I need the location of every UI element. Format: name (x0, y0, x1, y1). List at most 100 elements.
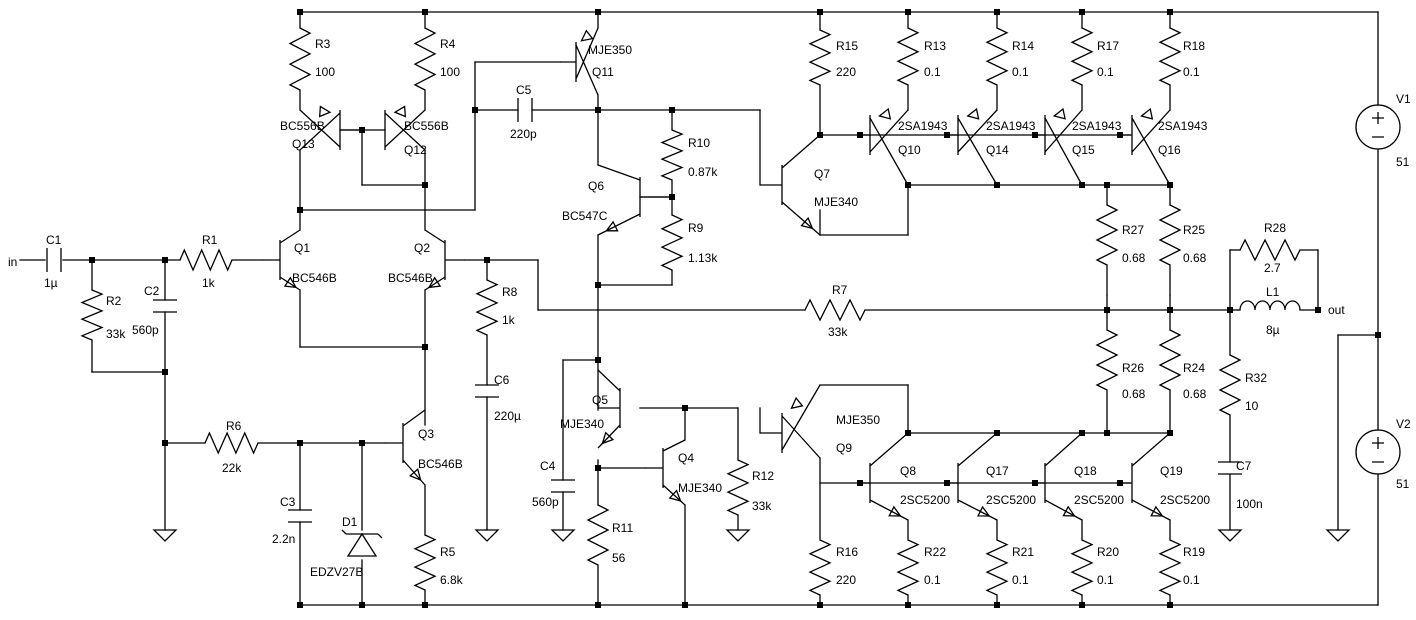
transistor-q4-arrow (668, 489, 682, 502)
transistor-q2-arrow (427, 276, 442, 289)
transistor-q17-arrow (976, 505, 991, 517)
resistor-r21-value: 0.1 (1012, 573, 1029, 587)
junction (1079, 182, 1085, 188)
junction (595, 9, 601, 15)
resistor-r15-value: 220 (836, 65, 856, 79)
transistor-q8-ref: Q8 (900, 464, 916, 478)
transistor-q14-model: 2SA1943 (986, 119, 1036, 133)
junction (994, 430, 1000, 436)
resistor-r14-value: 0.1 (1012, 65, 1029, 79)
resistor-r1-value: 1k (202, 276, 216, 290)
transistor-q7 (760, 134, 821, 236)
transistor-q6 (597, 164, 672, 236)
capacitor-c5-value: 220p (510, 127, 537, 141)
junction (422, 182, 428, 188)
transistor-q14 (947, 109, 998, 186)
capacitor-c3-ref: C3 (280, 495, 296, 509)
transistor-q2-ref: Q2 (414, 241, 430, 255)
resistor-r17-value: 0.1 (1097, 65, 1114, 79)
source-v1-value: 51 (1396, 155, 1410, 169)
junction (1079, 430, 1085, 436)
transistor-q19-model: 2SC5200 (1160, 493, 1210, 507)
transistor-q1-model: BC546B (292, 271, 337, 285)
resistor-r5-ref: R5 (440, 545, 456, 559)
resistor-r32 (1218, 354, 1242, 416)
transistor-q13-arrow (318, 105, 332, 118)
resistor-r12 (726, 459, 750, 516)
transistor-q6-model: BC547C (562, 209, 608, 223)
transistor-q11-ref: Q11 (592, 65, 614, 79)
transistor-q13-model: BC556B (280, 119, 325, 133)
resistor-r9-ref: R9 (688, 221, 704, 235)
resistor-r13-value: 0.1 (924, 65, 941, 79)
junction (297, 440, 303, 446)
transistor-q8 (860, 432, 909, 521)
junction (162, 440, 168, 446)
transistor-q9 (760, 384, 821, 459)
resistor-r4-ref: R4 (440, 37, 456, 51)
transistor-q12-model: BC556B (404, 119, 449, 133)
resistor-r19-value: 0.1 (1183, 573, 1200, 587)
junction (595, 465, 601, 471)
resistor-r9 (660, 214, 684, 271)
inductor-l1 (1239, 300, 1301, 311)
output-label: out (1328, 303, 1345, 317)
junction (89, 257, 95, 263)
resistor-r6 (204, 431, 259, 455)
junction (1167, 9, 1173, 15)
junction (297, 9, 303, 15)
capacitor-c4 (551, 479, 575, 493)
resistor-r2-value: 33k (106, 327, 126, 341)
transistor-q15-ref: Q15 (1072, 143, 1095, 157)
ground-symbol (1325, 529, 1351, 542)
resistor-r11-value: 56 (612, 551, 626, 565)
resistor-r28-value: 2.7 (1264, 261, 1281, 275)
transistor-q18-arrow (1062, 505, 1076, 517)
transistor-q12-ref: Q12 (404, 143, 427, 157)
transistor-q3-ref: Q3 (418, 427, 434, 441)
junction (1167, 602, 1173, 608)
junction (817, 9, 823, 15)
resistor-r11-ref: R11 (612, 521, 633, 535)
transistor-q17-model: 2SC5200 (986, 493, 1036, 507)
zener-d1-ref: D1 (342, 515, 358, 529)
transistor-q15 (1035, 109, 1083, 186)
transistor-q9-ref: Q9 (836, 441, 852, 455)
junction (1079, 602, 1085, 608)
junction (595, 602, 601, 608)
junction (1104, 430, 1110, 436)
resistor-r5-value: 6.8k (440, 573, 464, 587)
capacitor-c1-value: 1µ (44, 276, 58, 290)
source-v2-polarity (1372, 437, 1384, 463)
transistor-q5-model: MJE340 (560, 417, 604, 431)
resistor-r3-ref: R3 (315, 37, 331, 51)
resistor-r20 (1070, 539, 1094, 596)
transistor-q5 (597, 369, 621, 449)
junction (1079, 9, 1085, 15)
resistor-r28 (1239, 238, 1301, 262)
transistor-q16-model: 2SA1943 (1158, 119, 1208, 133)
resistor-r2-ref: R2 (106, 294, 122, 308)
transistor-q18-model: 2SC5200 (1074, 493, 1124, 507)
transistor-q16 (1120, 109, 1171, 186)
ground-symbol (474, 529, 500, 542)
transistor-q14-ref: Q14 (986, 143, 1009, 157)
junction (994, 9, 1000, 15)
transistor-q13-ref: Q13 (292, 137, 315, 151)
resistor-r18-ref: R18 (1183, 39, 1205, 53)
source-v2-value: 51 (1396, 477, 1410, 491)
junction (1315, 307, 1321, 313)
junction (905, 430, 911, 436)
resistor-r22 (896, 539, 920, 596)
capacitor-c6-value: 220µ (494, 409, 521, 423)
junction (1167, 430, 1173, 436)
junction (595, 107, 601, 113)
resistor-r7-ref: R7 (832, 283, 848, 297)
resistor-r16 (808, 539, 832, 596)
transistor-q11-model: MJE350 (588, 43, 632, 57)
junction (817, 602, 823, 608)
transistor-q3-arrow (409, 468, 422, 482)
resistor-r17 (1070, 27, 1094, 86)
source-v1-polarity (1372, 112, 1384, 138)
resistor-r4 (413, 27, 437, 91)
